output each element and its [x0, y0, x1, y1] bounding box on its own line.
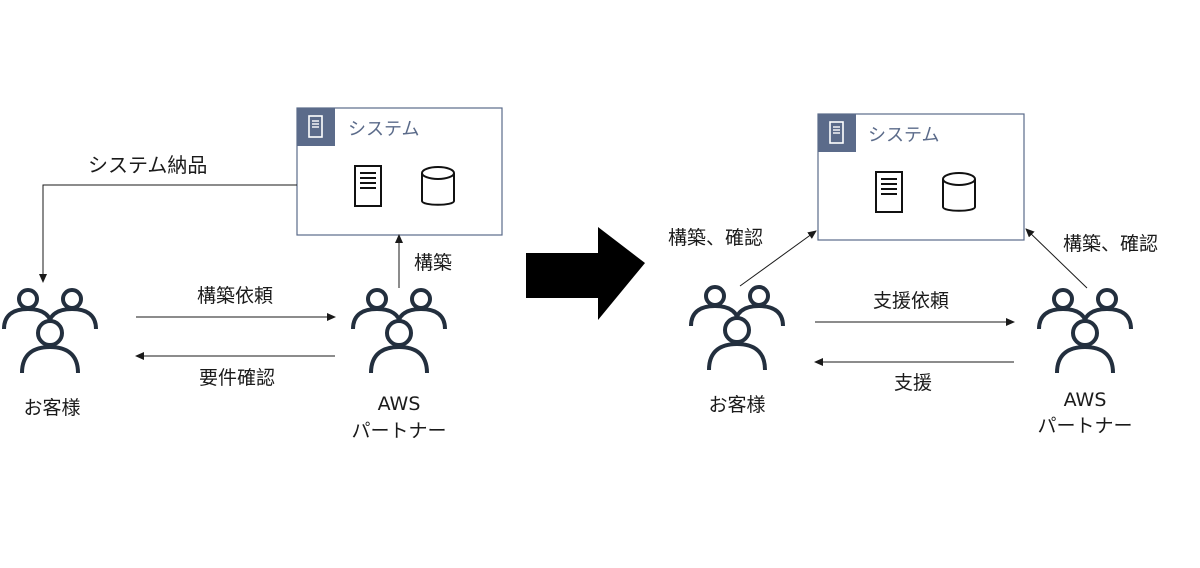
left-partner-label-line1: AWS [378, 393, 421, 415]
support-request-label: 支援依頼 [873, 290, 949, 312]
request-label: 構築依頼 [197, 285, 273, 307]
server-icon [354, 165, 382, 207]
database-icon [942, 172, 976, 212]
right-system-title: システム [868, 125, 939, 146]
requirements-label: 要件確認 [199, 367, 275, 389]
right-panel: システム お客様 AWS パートナー 構築、確認 構築、確認 支援依頼 支援 [668, 113, 1158, 437]
right-partner-label-line2: パートナー [1037, 415, 1132, 437]
users-icon [689, 285, 785, 372]
users-icon [1037, 288, 1133, 375]
partner-build-label: 構築、確認 [1063, 233, 1158, 255]
partner-build-arrow [1025, 228, 1088, 289]
left-system-title: システム [348, 119, 419, 140]
left-customer-label: お客様 [23, 397, 80, 419]
right-partner-label-line1: AWS [1064, 389, 1107, 411]
left-panel: システム お客様 AWS パートナー システム納品 構築 構築依頼 要件確認 [2, 107, 503, 442]
right-customer-label: お客様 [708, 394, 765, 416]
support-label: 支援 [894, 372, 932, 394]
transition-arrow [526, 227, 645, 320]
left-partner-label-line2: パートナー [351, 420, 446, 442]
users-icon [2, 288, 98, 375]
left-system-box: システム [296, 107, 503, 236]
database-icon [421, 166, 455, 206]
customer-build-arrow [739, 230, 817, 287]
delivery-label: システム納品 [88, 153, 207, 177]
server-icon [875, 171, 903, 213]
delivery-arrow [39, 184, 297, 283]
users-icon [351, 288, 447, 375]
build-label: 構築 [414, 252, 452, 274]
right-system-box: システム [817, 113, 1025, 241]
customer-build-label: 構築、確認 [668, 227, 763, 249]
